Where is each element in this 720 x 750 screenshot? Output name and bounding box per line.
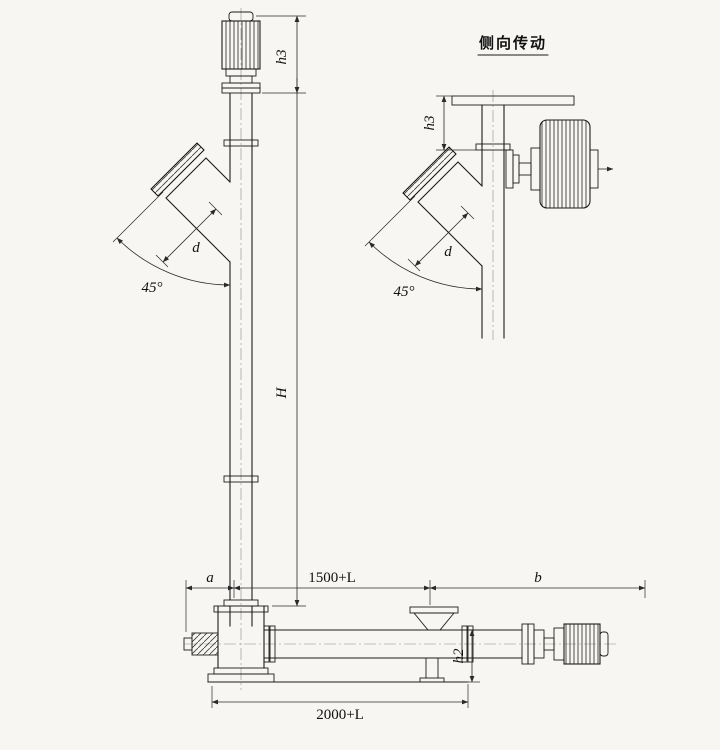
horizontal-conveyor: [207, 606, 609, 683]
dim-angle-45: 45°: [112, 191, 231, 296]
side-motor-body-fins: [539, 119, 591, 209]
detail-column-flange: [475, 143, 511, 151]
top-motor: [221, 11, 261, 94]
tube-flange-left-b: [269, 625, 276, 663]
dim-label-h3: h3: [274, 50, 290, 65]
dim-2000L: 2000+L: [211, 684, 469, 723]
dim-label-H: H: [274, 386, 290, 399]
boot-section: [183, 605, 275, 683]
inlet-chute: [150, 142, 231, 263]
coupling-flange-2: [221, 87, 261, 94]
leg-foot: [419, 677, 445, 683]
dim-h3-H: h3 H: [256, 15, 306, 607]
column-flange-upper: [223, 139, 259, 147]
side-flange-1: [505, 149, 514, 189]
hopper-rim: [409, 606, 459, 614]
detail-inlet-chute: [402, 146, 483, 267]
detail-dim-label-h3: h3: [422, 116, 438, 131]
dim-chain-top: a 1500+L b: [185, 570, 646, 632]
detail-title: 侧向传动: [479, 34, 547, 52]
mounting-bar: [451, 95, 575, 106]
bearing-cap: [183, 637, 193, 651]
hopper-funnel: [413, 612, 455, 631]
dim-label-45: 45°: [142, 280, 163, 296]
detail-view: 侧向传动 h3: [364, 34, 614, 340]
motor-body-fins: [221, 20, 261, 70]
dim-label-1500L: 1500+L: [308, 570, 356, 586]
dim-label-h2: h2: [451, 648, 467, 664]
dim-d: d: [155, 201, 223, 268]
support-leg: [425, 657, 439, 679]
detail-dim-h3: h3: [422, 95, 476, 151]
drive-motor-cap: [599, 631, 609, 657]
detail-dim-label-d: d: [444, 244, 452, 260]
side-shaft: [518, 162, 532, 176]
detail-dim-d: d: [407, 205, 475, 272]
dim-label-d: d: [192, 240, 200, 256]
dim-label-2000L: 2000+L: [316, 707, 364, 723]
dim-label-b: b: [534, 570, 542, 586]
dim-h2: h2: [451, 629, 480, 683]
boot-flange-top: [213, 605, 269, 613]
detail-dim-angle-45: 45°: [364, 195, 483, 300]
tube-flange-mid-a: [461, 625, 468, 663]
column-flange-mid: [223, 475, 259, 483]
side-bell: [530, 147, 541, 191]
tube-flange-left-a: [263, 625, 270, 663]
main-view: d 45° h3 H: [112, 8, 646, 723]
side-flange-2: [512, 154, 520, 184]
vertical-column: [223, 93, 259, 607]
drive-motor-fins: [563, 623, 601, 665]
horizontal-drive: [533, 623, 609, 665]
detail-dim-label-45: 45°: [394, 284, 415, 300]
end-bearing: [191, 632, 219, 656]
side-motor: [505, 119, 614, 209]
dim-label-a: a: [206, 570, 214, 586]
side-motor-cap: [589, 149, 599, 189]
